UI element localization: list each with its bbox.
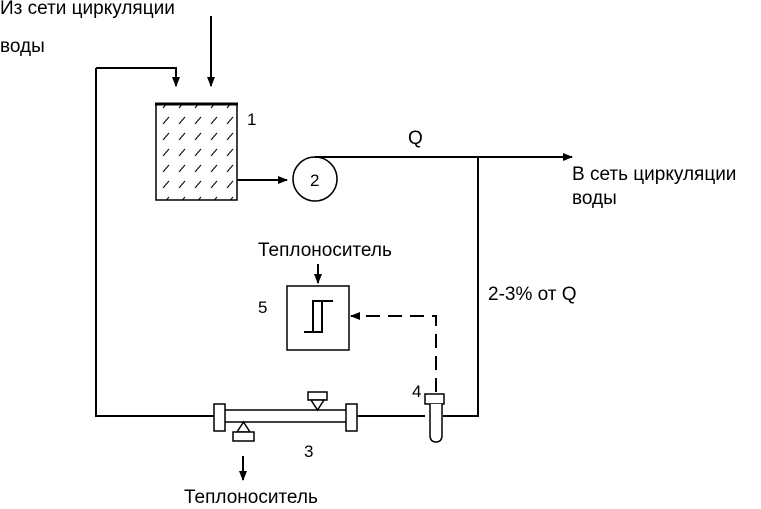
bypass-line: [443, 157, 478, 416]
temperature-sensor: [425, 394, 444, 442]
pump-number: 2: [310, 171, 319, 190]
outlet-label-line2: воды: [572, 188, 617, 209]
outlet-label-line1: В сеть циркуляции: [572, 164, 736, 185]
coolant-bottom-label: Теплоноситель: [184, 487, 318, 508]
coolant-top-label: Теплоноситель: [258, 240, 392, 261]
inlet-arrow: [96, 68, 176, 86]
flow-label: Q: [408, 128, 423, 149]
bypass-share-label: 2-3% от Q: [488, 284, 577, 305]
sensor-number: 4: [412, 382, 421, 401]
signal-line: [351, 316, 436, 392]
inlet-label-line1: Из сети циркуляции: [0, 0, 175, 19]
controller: [287, 286, 349, 350]
tank-number: 1: [247, 110, 256, 129]
heat-exchanger-number: 3: [304, 442, 313, 461]
heat-exchanger: [214, 392, 425, 441]
inlet-label-line2: воды: [0, 36, 45, 57]
controller-number: 5: [258, 298, 267, 317]
tank: [155, 104, 238, 200]
